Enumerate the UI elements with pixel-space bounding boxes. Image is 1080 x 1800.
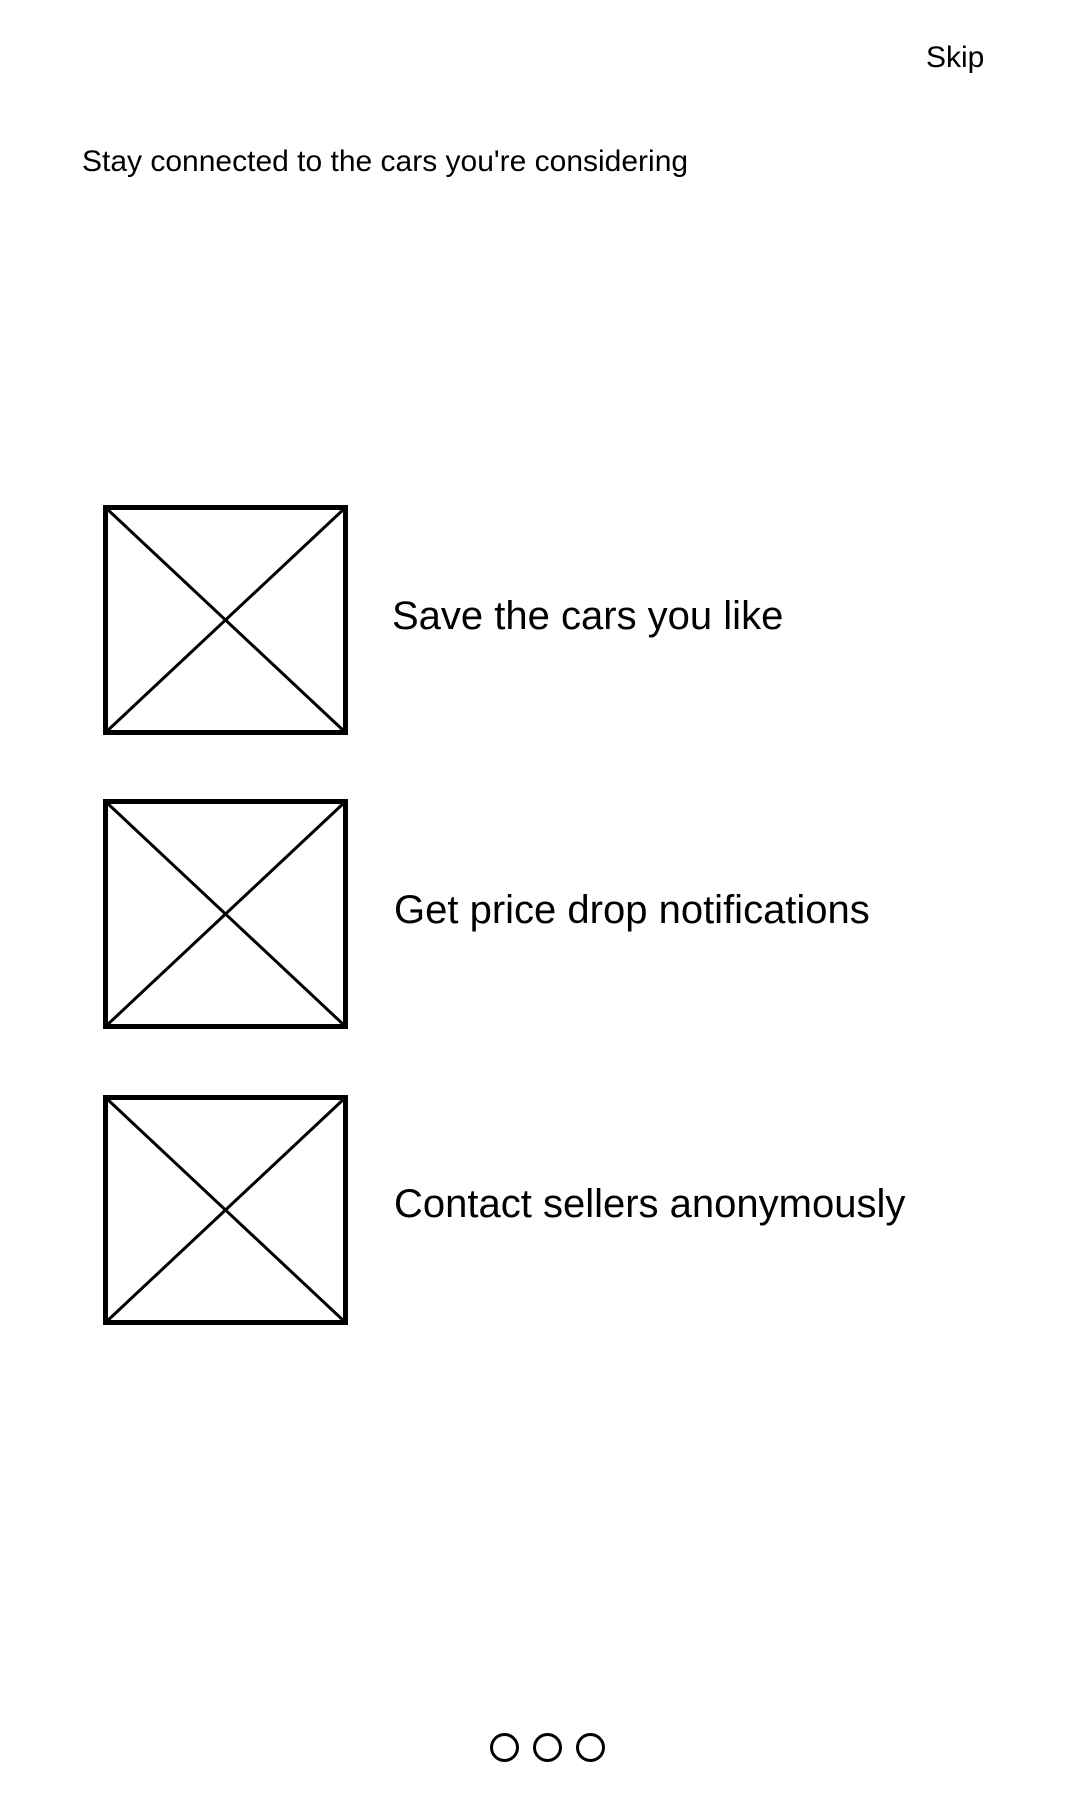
page-indicator-dot-icon[interactable] (576, 1733, 605, 1762)
feature-label: Get price drop notifications (394, 888, 870, 932)
image-placeholder-icon (103, 505, 348, 735)
page-title: Stay connected to the cars you're consid… (82, 145, 689, 178)
page-indicator-dot-icon[interactable] (490, 1733, 519, 1762)
feature-label: Save the cars you like (392, 594, 784, 638)
skip-button[interactable]: Skip (926, 41, 985, 74)
page-indicator-dot-icon[interactable] (533, 1733, 562, 1762)
feature-item-price-drop: Get price drop notifications (0, 799, 1080, 1029)
page-indicator (490, 1733, 605, 1763)
feature-item-contact-sellers: Contact sellers anonymously (0, 1095, 1080, 1325)
feature-item-save-cars: Save the cars you like (0, 505, 1080, 735)
image-placeholder-icon (103, 1095, 348, 1325)
image-placeholder-icon (103, 799, 348, 1029)
feature-label: Contact sellers anonymously (394, 1182, 906, 1226)
